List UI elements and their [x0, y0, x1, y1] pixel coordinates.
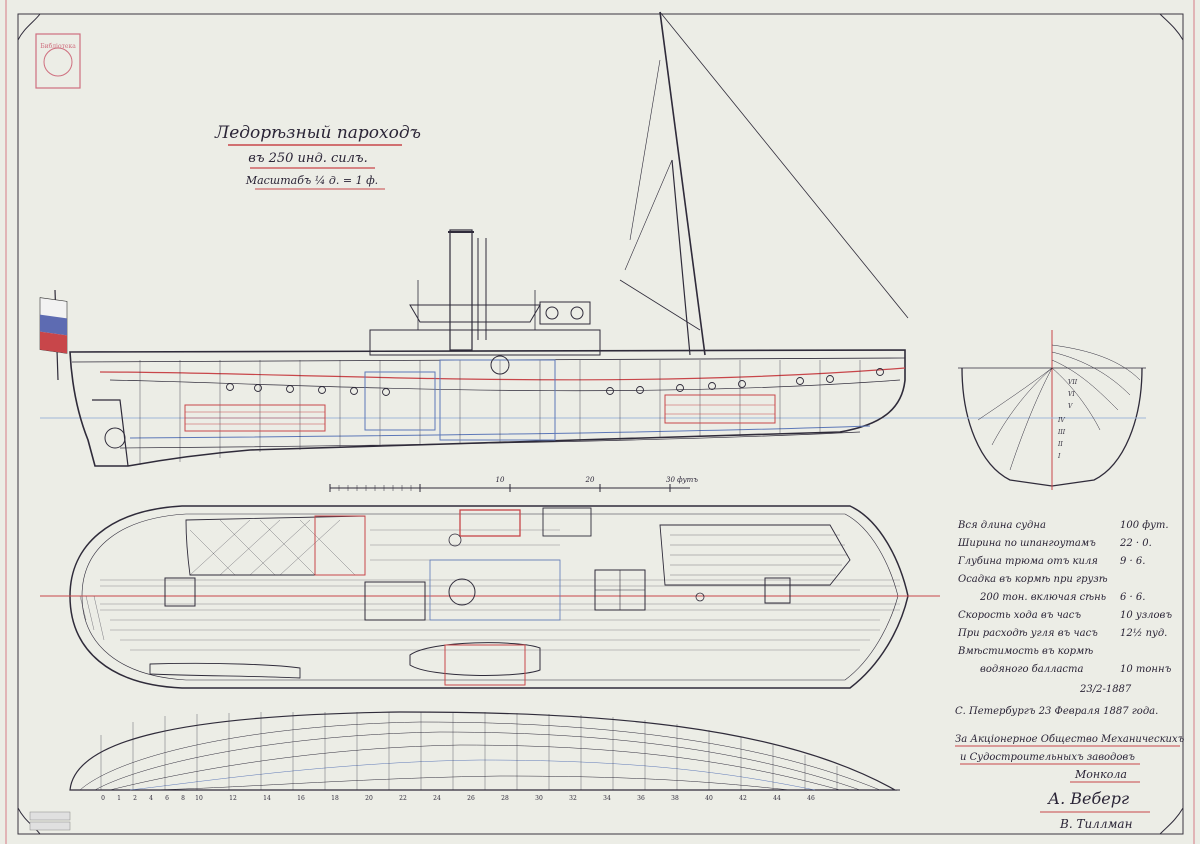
svg-text:30: 30	[535, 795, 543, 802]
corner-ornament-bl	[17, 807, 41, 835]
spec-value-9: 10 тоннъ	[1120, 664, 1172, 675]
svg-text:40: 40	[705, 795, 713, 802]
svg-text:V: V	[1068, 403, 1073, 410]
company-line1: За Акціонерное Общество Механическихъ	[955, 734, 1185, 745]
boiler-room	[439, 359, 556, 441]
station-numbers: 0 1 2 4 6 8 10 12 14 16 18 20 22 24 26 2…	[101, 795, 815, 802]
engine-room	[364, 371, 436, 431]
corner-ornament-br	[1159, 807, 1184, 835]
company-role: Монкола	[1074, 768, 1127, 781]
side-profile	[39, 11, 1140, 467]
svg-text:36: 36	[637, 795, 645, 802]
corner-ornament-tl	[17, 13, 41, 41]
spec-label-8: Вмѣстимость въ кормѣ	[957, 646, 1093, 657]
spec-label-6: Скорость хода въ часъ	[958, 610, 1081, 621]
svg-text:10: 10	[496, 476, 505, 484]
archive-tag-2	[29, 821, 71, 831]
funnel	[449, 229, 473, 351]
spec-label-4: Осадка въ кормѣ при грузѣ	[958, 574, 1108, 585]
svg-text:30 футъ: 30 футъ	[666, 476, 698, 484]
pencil-date: 23/2-1887	[1079, 684, 1132, 695]
spec-value-7: 12½ пуд.	[1120, 628, 1167, 639]
svg-text:6: 6	[165, 795, 169, 802]
scale-note: Масштабъ ¼ д. = 1 ф.	[245, 174, 378, 187]
svg-text:42: 42	[739, 795, 747, 802]
deck-lifeboat	[409, 304, 541, 323]
svg-text:20: 20	[365, 795, 373, 802]
foremast	[659, 11, 706, 356]
svg-text:18: 18	[331, 795, 339, 802]
spec-value-2: 22 · 0.	[1119, 538, 1152, 549]
company-line2: и Судостроительныхъ заводовъ	[960, 752, 1135, 763]
svg-text:4: 4	[149, 795, 153, 802]
portholes	[226, 368, 884, 396]
frame-lines	[139, 360, 861, 465]
svg-text:16: 16	[297, 795, 305, 802]
svg-text:VII: VII	[1068, 379, 1078, 386]
stamp-text: Библіотека	[40, 43, 76, 50]
svg-text:22: 22	[399, 795, 407, 802]
svg-text:1: 1	[117, 795, 121, 802]
spec-label-2: Ширина по шпангоутамъ	[957, 538, 1096, 549]
library-stamp: Библіотека	[35, 33, 81, 89]
title-line2: въ 250 инд. силъ.	[248, 151, 367, 166]
body-plan: VII VI V IV III II I	[958, 330, 1146, 490]
svg-text:II: II	[1057, 441, 1063, 448]
svg-text:0: 0	[101, 795, 105, 802]
spec-value-5: 6 · 6.	[1120, 592, 1145, 603]
spec-label-5: 200 тон. включая сѣнь	[979, 592, 1106, 603]
svg-text:24: 24	[433, 795, 441, 802]
corner-ornament-tr	[1159, 13, 1184, 41]
svg-text:20: 20	[585, 476, 595, 484]
deckhouse	[369, 329, 601, 356]
spec-value-1: 100 фут.	[1120, 520, 1169, 531]
archive-tag-1	[29, 811, 71, 821]
deck-skylight	[364, 581, 426, 621]
title-line1: Ледорѣзный пароходъ	[214, 123, 421, 143]
signature-1: А. Веберг	[1047, 789, 1129, 808]
svg-text:I: I	[1057, 453, 1061, 460]
svg-text:III: III	[1057, 429, 1066, 436]
spec-value-6: 10 узловъ	[1120, 610, 1172, 621]
spec-label-3: Глубина трюма отъ киля	[957, 556, 1098, 567]
svg-text:26: 26	[467, 795, 475, 802]
svg-text:46: 46	[807, 795, 815, 802]
svg-text:34: 34	[603, 795, 611, 802]
signature-2: В. Тиллман	[1059, 817, 1133, 831]
waterline-labels: VII VI V IV III II I	[1057, 379, 1078, 460]
spec-label-1: Вся длина судна	[957, 520, 1046, 531]
lines-plan: 0 1 2 4 6 8 10 12 14 16 18 20 22 24 26 2…	[69, 711, 900, 802]
svg-text:38: 38	[671, 795, 679, 802]
scale-bar: 10 20 30 футъ	[329, 476, 698, 492]
date-line: С. Петербургъ 23 Февраля 1887 года.	[955, 706, 1158, 717]
svg-text:IV: IV	[1057, 417, 1065, 424]
svg-text:32: 32	[569, 795, 577, 802]
svg-text:14: 14	[263, 795, 271, 802]
deck-plan	[40, 505, 940, 689]
svg-text:28: 28	[501, 795, 509, 802]
svg-text:2: 2	[133, 795, 137, 802]
spec-label-9: водяного балласта	[980, 664, 1084, 675]
svg-text:10: 10	[195, 795, 203, 802]
sheet-border	[17, 13, 1184, 835]
specifications-table: Вся длина судна 100 фут. Ширина по шпанг…	[957, 520, 1172, 675]
svg-text:12: 12	[229, 795, 237, 802]
spec-value-3: 9 · 6.	[1120, 556, 1145, 567]
svg-text:44: 44	[773, 795, 781, 802]
svg-text:8: 8	[181, 795, 185, 802]
svg-text:VI: VI	[1068, 391, 1075, 398]
spec-label-7: При расходѣ угля въ часъ	[957, 628, 1098, 639]
